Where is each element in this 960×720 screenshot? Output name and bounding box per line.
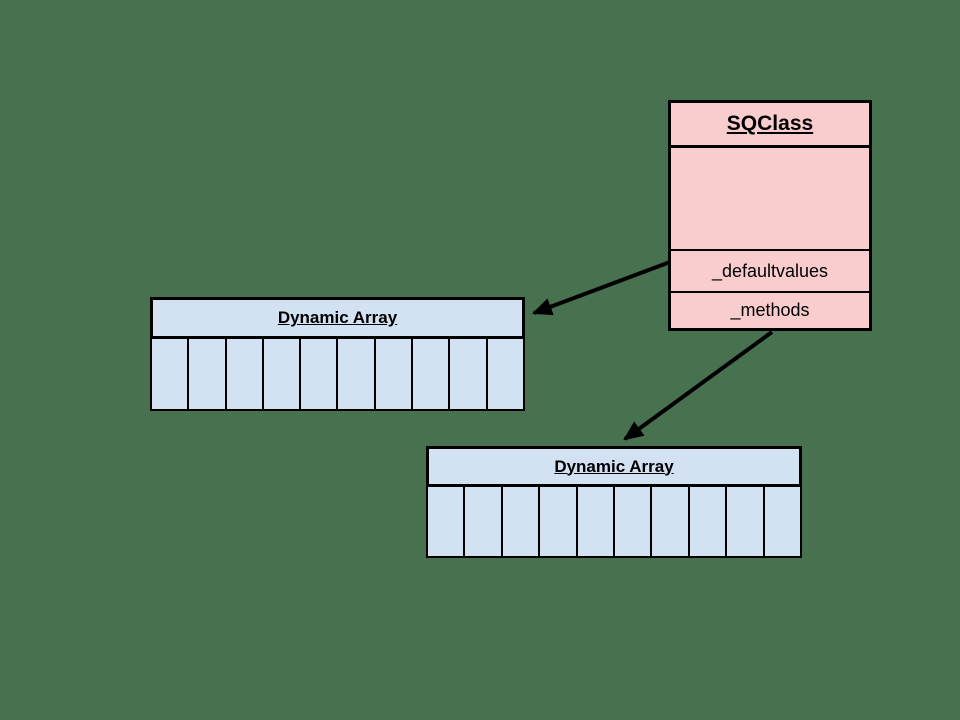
array-cell <box>503 487 541 556</box>
arrow-class-to-array-1 <box>531 260 671 316</box>
class-section-defaultvalues: _defaultvalues <box>671 251 869 293</box>
array-cell <box>540 487 578 556</box>
class-section-methods: _methods <box>730 300 810 320</box>
class-section-empty <box>671 148 869 251</box>
array-cell <box>765 487 800 556</box>
dynamic-array-2-title: Dynamic Array <box>426 446 802 487</box>
dynamic-array-2: Dynamic Array <box>426 446 802 558</box>
arrow-class-to-array-2 <box>623 330 774 441</box>
array-cell <box>227 339 264 409</box>
array-cell <box>376 339 414 409</box>
dynamic-array-2-cells <box>426 487 802 558</box>
array-cell <box>189 339 227 409</box>
array-cell <box>652 487 690 556</box>
array-cell <box>301 339 339 409</box>
dynamic-array-1-title: Dynamic Array <box>150 297 525 339</box>
array-cell <box>615 487 653 556</box>
array-cell <box>152 339 190 409</box>
array-cell <box>428 487 466 556</box>
array-cell <box>465 487 503 556</box>
array-cell <box>450 339 488 409</box>
array-cell <box>488 339 523 409</box>
array-cell <box>690 487 728 556</box>
dynamic-array-1-cells <box>150 339 525 411</box>
class-box-title: SQClass <box>671 103 869 148</box>
array-cell <box>413 339 451 409</box>
array-cell <box>727 487 765 556</box>
array-cell <box>578 487 616 556</box>
array-cell <box>338 339 376 409</box>
class-box: SQClass _defaultvalues _methods <box>668 100 872 331</box>
dynamic-array-1: Dynamic Array <box>150 297 525 411</box>
array-cell <box>264 339 302 409</box>
